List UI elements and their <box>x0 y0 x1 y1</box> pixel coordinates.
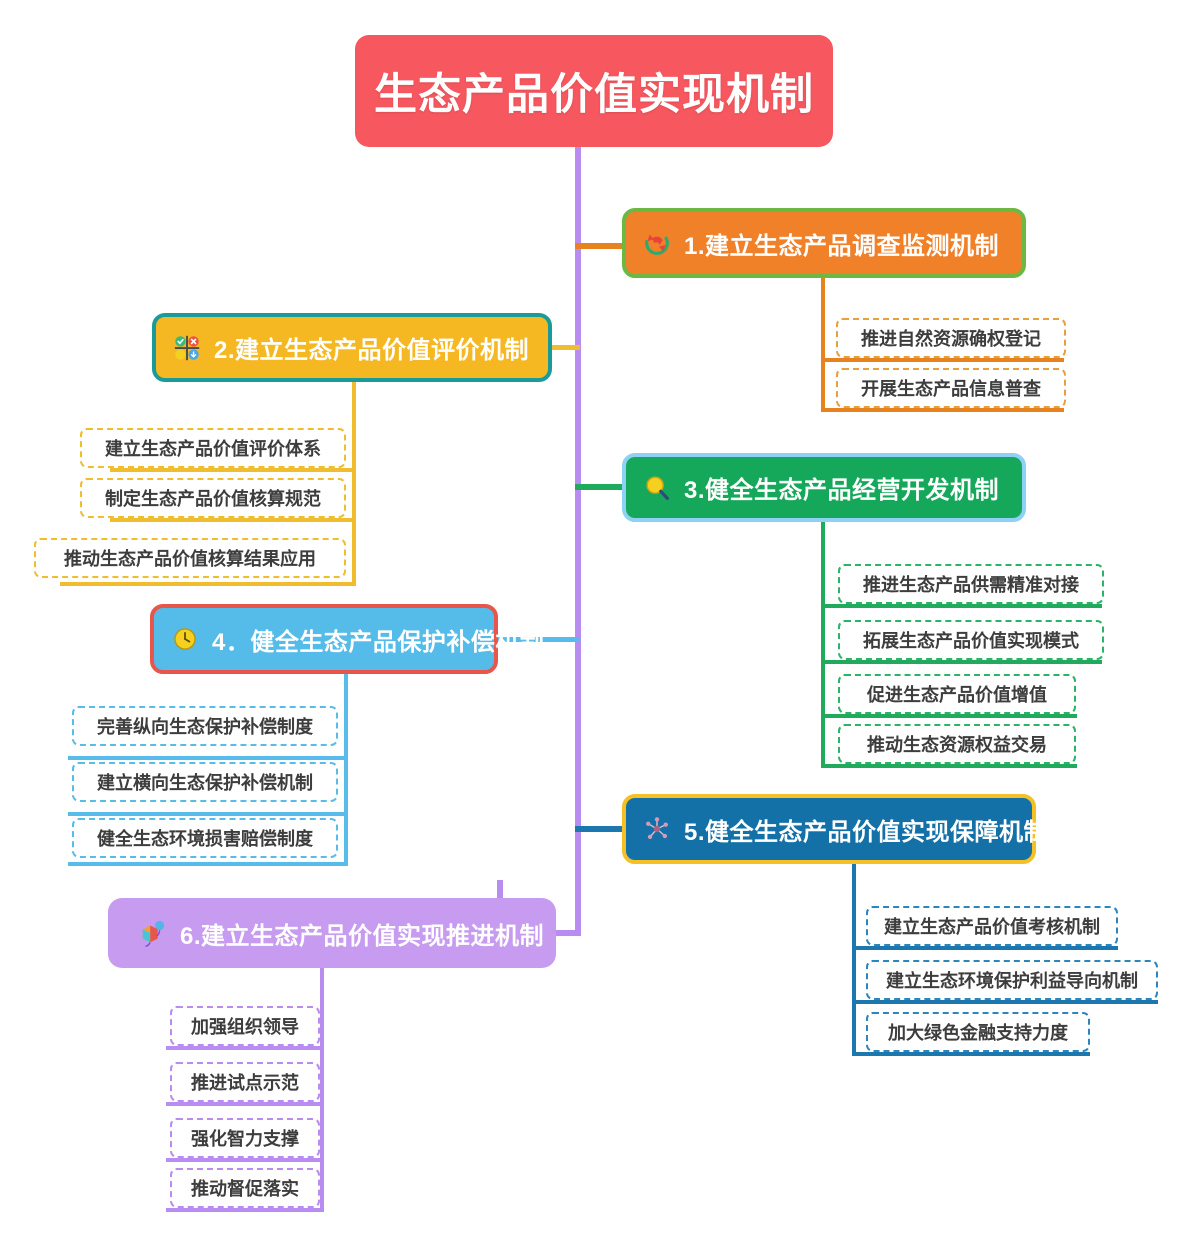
branch-2-stub <box>550 345 580 350</box>
leaf-label: 制定生态产品价值核算规范 <box>105 489 321 509</box>
branch-6-child-3[interactable]: 推动督促落实 <box>170 1168 320 1208</box>
gift-cube-icon <box>136 916 170 950</box>
branch-6-child-1[interactable]: 推进试点示范 <box>170 1062 320 1102</box>
leaf-label: 推动生态资源权益交易 <box>867 735 1047 755</box>
branch-4-underline-1 <box>68 756 348 760</box>
branch-1-child-1[interactable]: 开展生态产品信息普查 <box>836 368 1066 408</box>
branch-2-child-0[interactable]: 建立生态产品价值评价体系 <box>80 428 346 468</box>
magnifier-icon <box>640 471 674 505</box>
branch-5-underline-2 <box>852 1000 1158 1004</box>
branch-3-underline-1 <box>821 604 1102 608</box>
leaf-label: 完善纵向生态保护补偿制度 <box>97 717 313 737</box>
branch-6-child-0[interactable]: 加强组织领导 <box>170 1006 320 1046</box>
branch-2-underline-1 <box>110 468 356 472</box>
branch-6-child-2[interactable]: 强化智力支撑 <box>170 1118 320 1158</box>
branch-5-underline-1 <box>852 946 1118 950</box>
branch-4-label: 4．健全生态产品保护补偿机制 <box>212 628 545 656</box>
branch-5-rail <box>852 864 856 1056</box>
leaf-label: 推动生态产品价值核算结果应用 <box>64 549 316 569</box>
clock-icon <box>168 622 202 656</box>
leaf-label: 建立横向生态保护补偿机制 <box>97 773 313 793</box>
root-node[interactable]: 生态产品价值实现机制 <box>355 35 833 147</box>
branch-6-underline-4 <box>166 1208 324 1212</box>
branch-3-underline-3 <box>821 714 1077 718</box>
branch-4-underline-3 <box>68 862 348 866</box>
branch-3-child-0[interactable]: 推进生态产品供需精准对接 <box>838 564 1104 604</box>
branch-1-stub <box>575 243 627 249</box>
spine-line <box>575 145 581 936</box>
branch-6-underline-3 <box>166 1158 324 1162</box>
branch-5-child-2[interactable]: 加大绿色金融支持力度 <box>866 1012 1090 1052</box>
branch-node-4[interactable]: 4．健全生态产品保护补偿机制 <box>150 604 544 674</box>
branch-4-underline-2 <box>68 812 348 816</box>
leaf-label: 健全生态环境损害赔偿制度 <box>97 829 313 849</box>
leaf-label: 建立生态环境保护利益导向机制 <box>886 971 1138 991</box>
branch-2-child-1[interactable]: 制定生态产品价值核算规范 <box>80 478 346 518</box>
leaf-label: 促进生态产品价值增值 <box>867 685 1047 705</box>
recycle-icon <box>640 226 674 260</box>
branch-5-underline-3 <box>852 1052 1090 1056</box>
branch-4-child-1[interactable]: 建立横向生态保护补偿机制 <box>72 762 338 802</box>
branch-1-child-0[interactable]: 推进自然资源确权登记 <box>836 318 1066 358</box>
branch-3-underline-2 <box>821 660 1102 664</box>
branch-node-3[interactable]: 3.健全生态产品经营开发机制 <box>622 453 1026 522</box>
branch-6-label: 6.建立生态产品价值实现推进机制 <box>180 922 545 950</box>
branch-2-underline-2 <box>110 518 356 522</box>
branch-2-label: 2.建立生态产品价值评价机制 <box>214 337 530 364</box>
branch-4-rail <box>344 674 348 866</box>
branch-2-child-2[interactable]: 推动生态产品价值核算结果应用 <box>34 538 346 578</box>
branch-node-2[interactable]: 2.建立生态产品价值评价机制 <box>152 313 552 382</box>
branch-5-label: 5.健全生态产品价值实现保障机制 <box>684 818 1049 846</box>
branch-1-underline-2 <box>821 408 1064 412</box>
quadrant-grid-icon <box>170 331 204 365</box>
branch-5-stub <box>575 826 627 832</box>
branch-5-child-1[interactable]: 建立生态环境保护利益导向机制 <box>866 960 1158 1000</box>
branch-3-child-2[interactable]: 促进生态产品价值增值 <box>838 674 1076 714</box>
branch-node-5[interactable]: 5.健全生态产品价值实现保障机制 <box>622 794 1048 864</box>
branch-3-child-1[interactable]: 拓展生态产品价值实现模式 <box>838 620 1104 660</box>
leaf-label: 拓展生态产品价值实现模式 <box>863 631 1079 651</box>
branch-5-child-0[interactable]: 建立生态产品价值考核机制 <box>866 906 1118 946</box>
leaf-label: 推进试点示范 <box>191 1073 299 1093</box>
branch-4-child-0[interactable]: 完善纵向生态保护补偿制度 <box>72 706 338 746</box>
branch-2-rail <box>352 382 356 586</box>
branch-6-rail <box>320 968 324 1210</box>
branch-3-rail <box>821 522 825 768</box>
branch-2-underline-3 <box>60 582 356 586</box>
branch-1-label: 1.建立生态产品调查监测机制 <box>684 232 1000 260</box>
branch-1-underline-1 <box>821 358 1064 362</box>
leaf-label: 推进生态产品供需精准对接 <box>863 575 1079 595</box>
network-node-icon <box>640 812 674 846</box>
leaf-label: 建立生态产品价值考核机制 <box>884 917 1100 937</box>
branch-node-1[interactable]: 1.建立生态产品调查监测机制 <box>622 208 1026 278</box>
branch-1-rail <box>821 278 825 412</box>
branch-4-stub <box>494 637 580 642</box>
branch-3-underline-4 <box>821 764 1077 768</box>
leaf-label: 建立生态产品价值评价体系 <box>105 439 321 459</box>
branch-node-6[interactable]: 6.建立生态产品价值实现推进机制 <box>108 898 556 968</box>
leaf-label: 推动督促落实 <box>191 1179 299 1199</box>
branch-3-child-3[interactable]: 推动生态资源权益交易 <box>838 724 1076 764</box>
leaf-label: 强化智力支撑 <box>191 1129 299 1149</box>
branch-6-underline-1 <box>166 1046 324 1050</box>
leaf-label: 开展生态产品信息普查 <box>861 379 1041 399</box>
leaf-label: 加大绿色金融支持力度 <box>888 1023 1068 1043</box>
leaf-label: 推进自然资源确权登记 <box>861 329 1041 349</box>
page-title: 生态产品价值实现机制 <box>374 71 814 119</box>
branch-3-stub <box>575 484 627 490</box>
branch-6-underline-2 <box>166 1102 324 1106</box>
branch-4-child-2[interactable]: 健全生态环境损害赔偿制度 <box>72 818 338 858</box>
leaf-label: 加强组织领导 <box>191 1017 299 1037</box>
branch-3-label: 3.健全生态产品经营开发机制 <box>684 477 1000 504</box>
